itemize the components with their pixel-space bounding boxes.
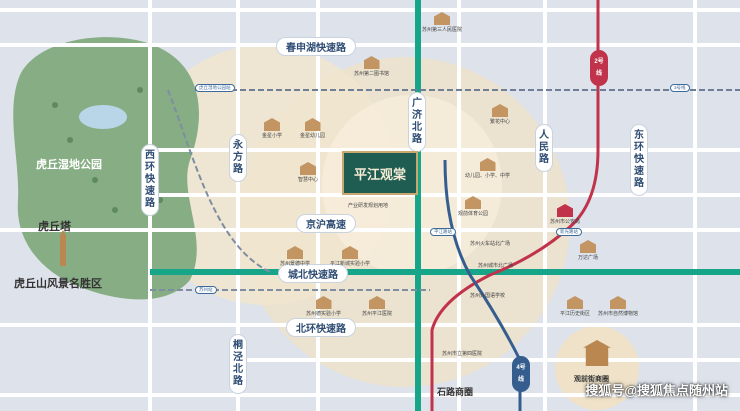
xihuan-expressway-label: 西环快速路: [141, 144, 159, 216]
poi-pingjiang-road-museum: 平江历史街区: [560, 296, 590, 317]
rail-line: [167, 89, 271, 273]
jinghu-expressway-label: 京沪高速: [296, 214, 356, 233]
guangji-north-road-label: 广济北路: [408, 92, 426, 152]
suzhou-north-station: 苏州站: [195, 286, 217, 294]
metro-line-2-label: 2号线: [590, 50, 608, 86]
tiger-tower-label: 虎丘塔: [38, 221, 71, 233]
poi-hospital: 苏州第三人民医院: [422, 12, 462, 33]
poi-public-security: 苏州市公安局: [550, 204, 580, 225]
chengbei-expressway-label: 城北快速路: [278, 264, 348, 283]
poi-north-square: 苏州城市北广场: [478, 263, 514, 269]
huqiu-wetland-station: 虎丘湿地公园站: [195, 84, 235, 92]
poi-industrial-land: 产业研发规划用地: [348, 203, 389, 209]
school-icon: [287, 246, 303, 259]
donghuan-expressway-label: 东环快速路: [630, 124, 648, 196]
school-icon: [264, 118, 280, 131]
museum-icon: [567, 296, 583, 309]
poi-foreign-school: 苏州外国语学校: [470, 293, 506, 299]
poi-geography-institute: 苏州市立第四医院: [442, 351, 483, 357]
chunshen-expressway-label: 春申湖快速路: [276, 37, 356, 56]
west-zone-circle: [135, 45, 395, 305]
pagoda-icon: [60, 230, 66, 266]
poi-pingjiang-xincheng-primary: 平江新城实验小学: [330, 246, 370, 267]
poi-jinxing-primary: 金星小学: [262, 118, 282, 139]
expressways: [150, 0, 740, 411]
xinguang-station: 新光路站: [556, 228, 582, 236]
poi-wisdom-center: 智慧中心: [298, 162, 318, 183]
wetland-park-area: [13, 37, 199, 300]
building-icon: [363, 56, 380, 69]
tongjing-north-road-label: 桐泾北路: [229, 334, 247, 394]
poi-library: 苏州第二图书馆: [354, 56, 389, 77]
project-marker: 平江观棠: [342, 151, 418, 195]
poi-schools-cluster: 幼儿园、小学、中学: [465, 158, 510, 179]
mall-icon: [580, 240, 596, 253]
poi-jingde-middle: 苏州景德中学: [280, 246, 310, 267]
shield-icon: [557, 204, 573, 217]
poi-wanda: 万达广场: [578, 240, 598, 261]
poi-jinxing-kindergarten: 金星幼儿园: [300, 118, 325, 139]
metro-line-2: [430, 0, 600, 411]
poi-xingyu-center: 繁花中心: [490, 104, 510, 125]
shilu-commercial-label: 石路商圈: [437, 387, 474, 397]
poi-zoo: 苏州市自然博物馆: [598, 296, 638, 317]
guanqian-zone-circle: [555, 326, 639, 410]
school-icon: [479, 158, 496, 171]
poi-transit-hub: 苏州火车站北广场: [470, 241, 511, 247]
hospital-icon: [369, 296, 385, 309]
building-icon: [492, 104, 508, 117]
school-icon: [315, 296, 332, 309]
guanqian-commercial-label: 观前街商圈: [574, 376, 609, 383]
metro-line-4: [443, 159, 522, 411]
building-icon: [434, 12, 450, 25]
school-icon: [304, 118, 321, 131]
beihuan-expressway-label: 北环快速路: [286, 318, 356, 337]
metro-line-3-label: 3号线: [670, 84, 690, 92]
poi-sports-park: 观前体育公园: [458, 196, 488, 217]
wetland-park-label: 虎丘湿地公园: [36, 159, 102, 171]
yongfang-road-label: 永方路: [229, 134, 247, 182]
metro-line-4-label: 4号线: [512, 356, 530, 392]
park-icon: [465, 196, 481, 209]
renmin-road-label: 人民路: [535, 124, 553, 172]
building-icon: [610, 296, 626, 309]
poi-dexin-school: 苏州德实验小学: [306, 296, 341, 317]
lake-shape: [79, 105, 127, 129]
school-icon: [342, 246, 358, 259]
watermark: 搜狐号@搜狐焦点随州站: [585, 383, 728, 398]
scenic-area-label: 虎丘山风景名胜区: [14, 278, 102, 290]
pingjiang-station: 平江路站: [430, 228, 456, 236]
poi-pingjiang-hospital: 苏州平江医院: [362, 296, 392, 317]
building-icon: [300, 162, 316, 175]
